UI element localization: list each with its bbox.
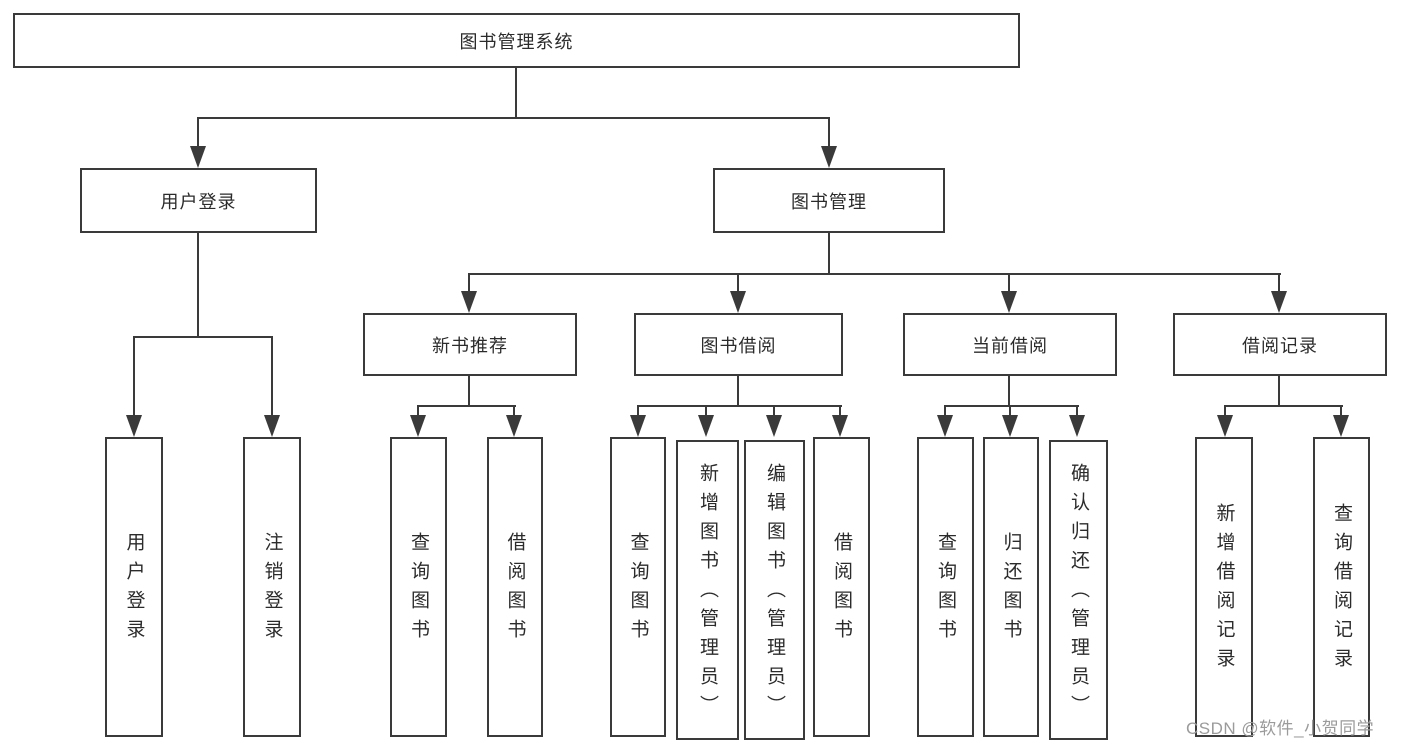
connector-book-mgmt-drop3-line bbox=[1008, 273, 1010, 291]
connector-current-borrow-drop1-line bbox=[944, 405, 946, 415]
node-user-login: 用户登录 bbox=[80, 168, 317, 233]
arrow-down-to-cb-query bbox=[937, 415, 953, 437]
connector-borrow-records-drop2-line bbox=[1340, 405, 1342, 415]
connector-book-borrow-rail-line bbox=[637, 405, 842, 407]
node-new-book-recommend: 新书推荐 bbox=[363, 313, 577, 376]
connector-new-book-drop2-line bbox=[513, 405, 515, 415]
arrow-down-to-new-book bbox=[461, 291, 477, 313]
arrow-down-to-borrow-records bbox=[1271, 291, 1287, 313]
connector-root-rail-line bbox=[197, 117, 830, 119]
arrow-down-to-bb-add bbox=[698, 415, 714, 437]
arrow-down-to-br-query bbox=[1333, 415, 1349, 437]
connector-borrow-records-rail-line bbox=[1224, 405, 1343, 407]
connector-borrow-records-drop1-line bbox=[1224, 405, 1226, 415]
leaf-logout-login: 注销登录 bbox=[243, 437, 301, 737]
arrow-down-to-cb-confirm bbox=[1069, 415, 1085, 437]
connector-book-mgmt-rail-line bbox=[468, 273, 1281, 275]
connector-book-borrow-drop4-line bbox=[839, 405, 841, 415]
leaf-user-login: 用户登录 bbox=[105, 437, 163, 737]
connector-current-borrow-stem-line bbox=[1008, 376, 1010, 405]
node-library-management-system: 图书管理系统 bbox=[13, 13, 1020, 68]
node-book-management: 图书管理 bbox=[713, 168, 945, 233]
connector-book-mgmt-drop4-line bbox=[1278, 273, 1280, 291]
connector-new-book-drop1-line bbox=[417, 405, 419, 415]
connector-new-book-rail-line bbox=[417, 405, 516, 407]
arrow-down-to-book-management bbox=[821, 146, 837, 168]
connector-current-borrow-drop3-line bbox=[1076, 405, 1078, 415]
leaf-cb-return-books: 归还图书 bbox=[983, 437, 1039, 737]
connector-root-right-drop-line bbox=[828, 117, 830, 146]
connector-book-borrow-drop2-line bbox=[705, 405, 707, 415]
leaf-br-query-record: 查询借阅记录 bbox=[1313, 437, 1370, 737]
connector-current-borrow-rail-line bbox=[944, 405, 1079, 407]
connector-root-stem-line bbox=[515, 68, 517, 117]
arrow-down-to-nb-borrow bbox=[506, 415, 522, 437]
arrow-down-to-bb-query bbox=[630, 415, 646, 437]
csdn-watermark: CSDN @软件_小贺同学 bbox=[1186, 719, 1375, 738]
connector-borrow-records-stem-line bbox=[1278, 376, 1280, 405]
connector-user-login-stem-line bbox=[197, 233, 199, 336]
connector-new-book-stem-line bbox=[468, 376, 470, 405]
connector-user-login-right-drop-line bbox=[271, 336, 273, 415]
connector-book-mgmt-drop1-line bbox=[468, 273, 470, 291]
arrow-down-to-current-borrow bbox=[1001, 291, 1017, 313]
leaf-nb-borrow-books: 借阅图书 bbox=[487, 437, 543, 737]
leaf-bb-borrow-books: 借阅图书 bbox=[813, 437, 870, 737]
connector-user-login-rail-line bbox=[133, 336, 273, 338]
connector-book-mgmt-drop2-line bbox=[737, 273, 739, 291]
arrow-down-to-cb-return bbox=[1002, 415, 1018, 437]
arrow-down-to-br-add bbox=[1217, 415, 1233, 437]
connector-root-left-drop-line bbox=[197, 117, 199, 146]
connector-user-login-left-drop-line bbox=[133, 336, 135, 415]
connector-book-borrow-stem-line bbox=[737, 376, 739, 405]
node-borrow-records: 借阅记录 bbox=[1173, 313, 1387, 376]
arrow-down-to-bb-borrow bbox=[832, 415, 848, 437]
leaf-nb-query-books: 查询图书 bbox=[390, 437, 447, 737]
leaf-bb-query-books: 查询图书 bbox=[610, 437, 666, 737]
node-book-borrow: 图书借阅 bbox=[634, 313, 843, 376]
leaf-bb-edit-books-admin: 编辑图书（管理员） bbox=[744, 440, 805, 740]
leaf-cb-confirm-return-admin: 确认归还（管理员） bbox=[1049, 440, 1108, 740]
node-current-borrow: 当前借阅 bbox=[903, 313, 1117, 376]
connector-book-borrow-drop1-line bbox=[637, 405, 639, 415]
arrow-down-to-bb-edit bbox=[766, 415, 782, 437]
leaf-bb-add-books-admin: 新增图书（管理员） bbox=[676, 440, 739, 740]
connector-book-mgmt-stem-line bbox=[828, 233, 830, 273]
arrow-down-to-leaf-user-login bbox=[126, 415, 142, 437]
arrow-down-to-user-login bbox=[190, 146, 206, 168]
connector-book-borrow-drop3-line bbox=[773, 405, 775, 415]
leaf-br-add-record: 新增借阅记录 bbox=[1195, 437, 1253, 737]
arrow-down-to-leaf-logout bbox=[264, 415, 280, 437]
arrow-down-to-nb-query bbox=[410, 415, 426, 437]
leaf-cb-query-books: 查询图书 bbox=[917, 437, 974, 737]
connector-current-borrow-drop2-line bbox=[1009, 405, 1011, 415]
arrow-down-to-book-borrow bbox=[730, 291, 746, 313]
